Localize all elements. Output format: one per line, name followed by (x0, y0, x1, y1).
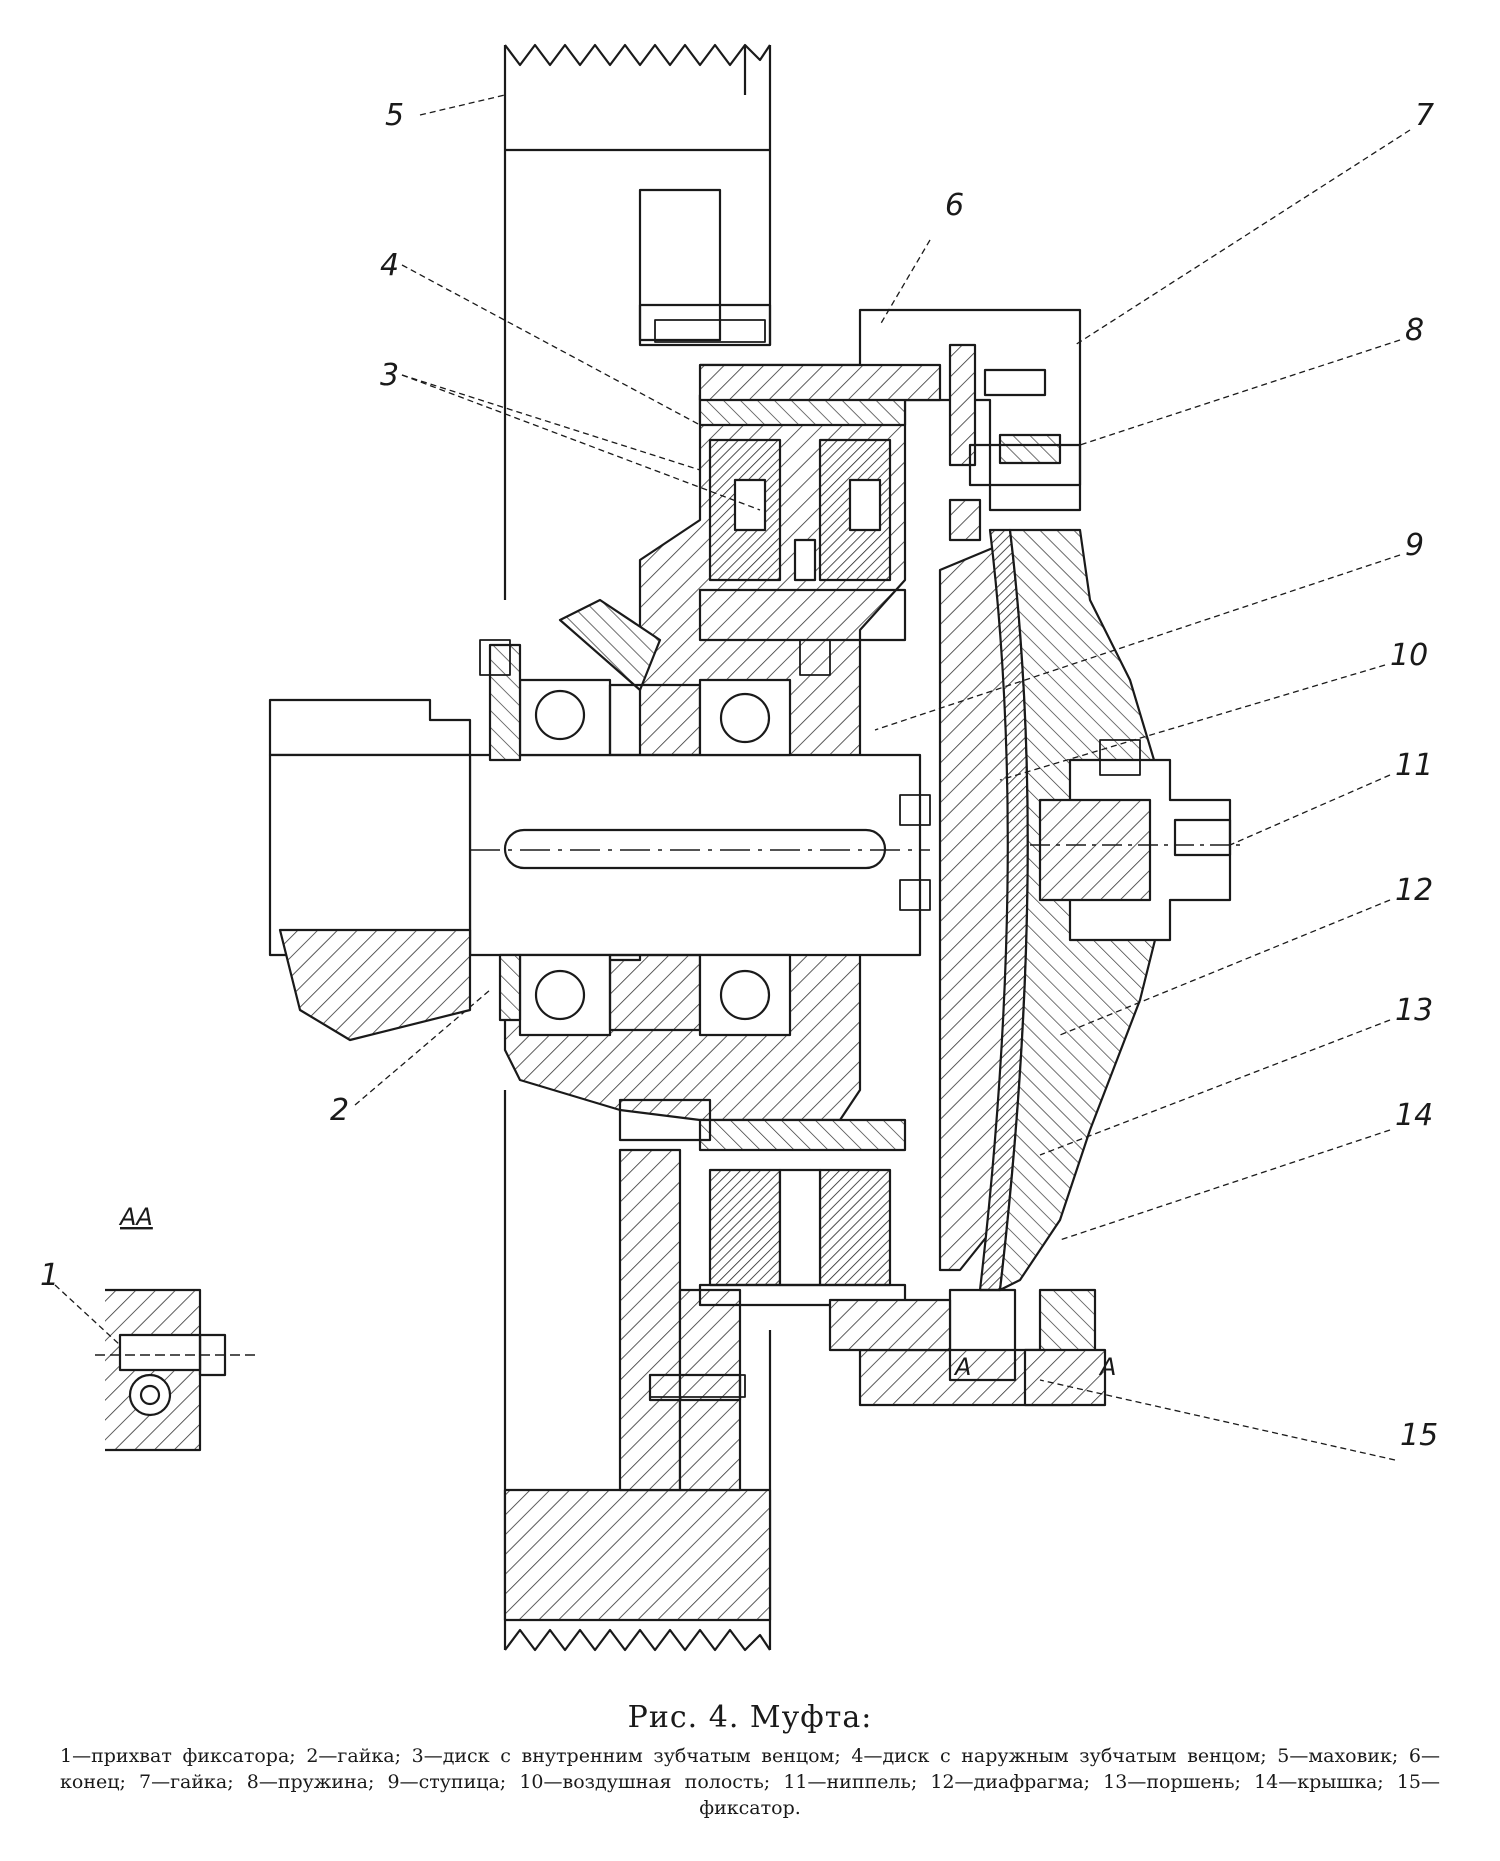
callout-4: 4 (380, 248, 399, 283)
section-aa-detail (95, 1288, 255, 1452)
shaft (268, 698, 930, 1042)
callout-8: 8 (1405, 313, 1424, 348)
callout-12: 12 (1395, 873, 1433, 908)
callout-9: 9 (1405, 528, 1424, 563)
callout-13: 13 (1395, 993, 1433, 1028)
callout-10: 10 (1390, 638, 1428, 673)
callout-2: 2 (330, 1093, 349, 1128)
disk-pack-lower (618, 1098, 907, 1307)
leader-lines (54, 94, 1411, 1461)
callout-6: 6 (945, 188, 964, 223)
caption-title: Рис. 4. Муфта: (627, 1700, 873, 1735)
bolts (479, 319, 1141, 1398)
callout-15: 15 (1400, 1418, 1438, 1453)
section-mark-right: А (1098, 1353, 1116, 1381)
bearings (488, 643, 792, 1037)
figure-caption: Рис. 4. Муфта: 1—прихват фиксатора; 2—га… (40, 1700, 1460, 1821)
section-mark-left: А (953, 1353, 971, 1381)
disk-pack-upper (698, 393, 907, 642)
callout-5: 5 (385, 98, 404, 133)
caption-legend: 1—прихват фиксатора; 2—гайка; 3—диск с в… (60, 1745, 1440, 1819)
callout-11: 11 (1395, 748, 1433, 783)
callout-3: 3 (380, 358, 399, 393)
callout-1: 1 (40, 1258, 59, 1293)
fixator-15 (828, 1288, 1107, 1407)
callout-14: 14 (1395, 1098, 1433, 1133)
section-aa-title: АА (118, 1203, 153, 1231)
flywheel (503, 43, 772, 1652)
diaphragm-piston-cover (938, 528, 1240, 1292)
clutch-drawing: 5 4 3 6 7 8 9 10 11 12 13 14 15 2 1 АА А… (40, 43, 1438, 1652)
housing-top (698, 308, 1082, 542)
callout-7: 7 (1415, 98, 1434, 133)
